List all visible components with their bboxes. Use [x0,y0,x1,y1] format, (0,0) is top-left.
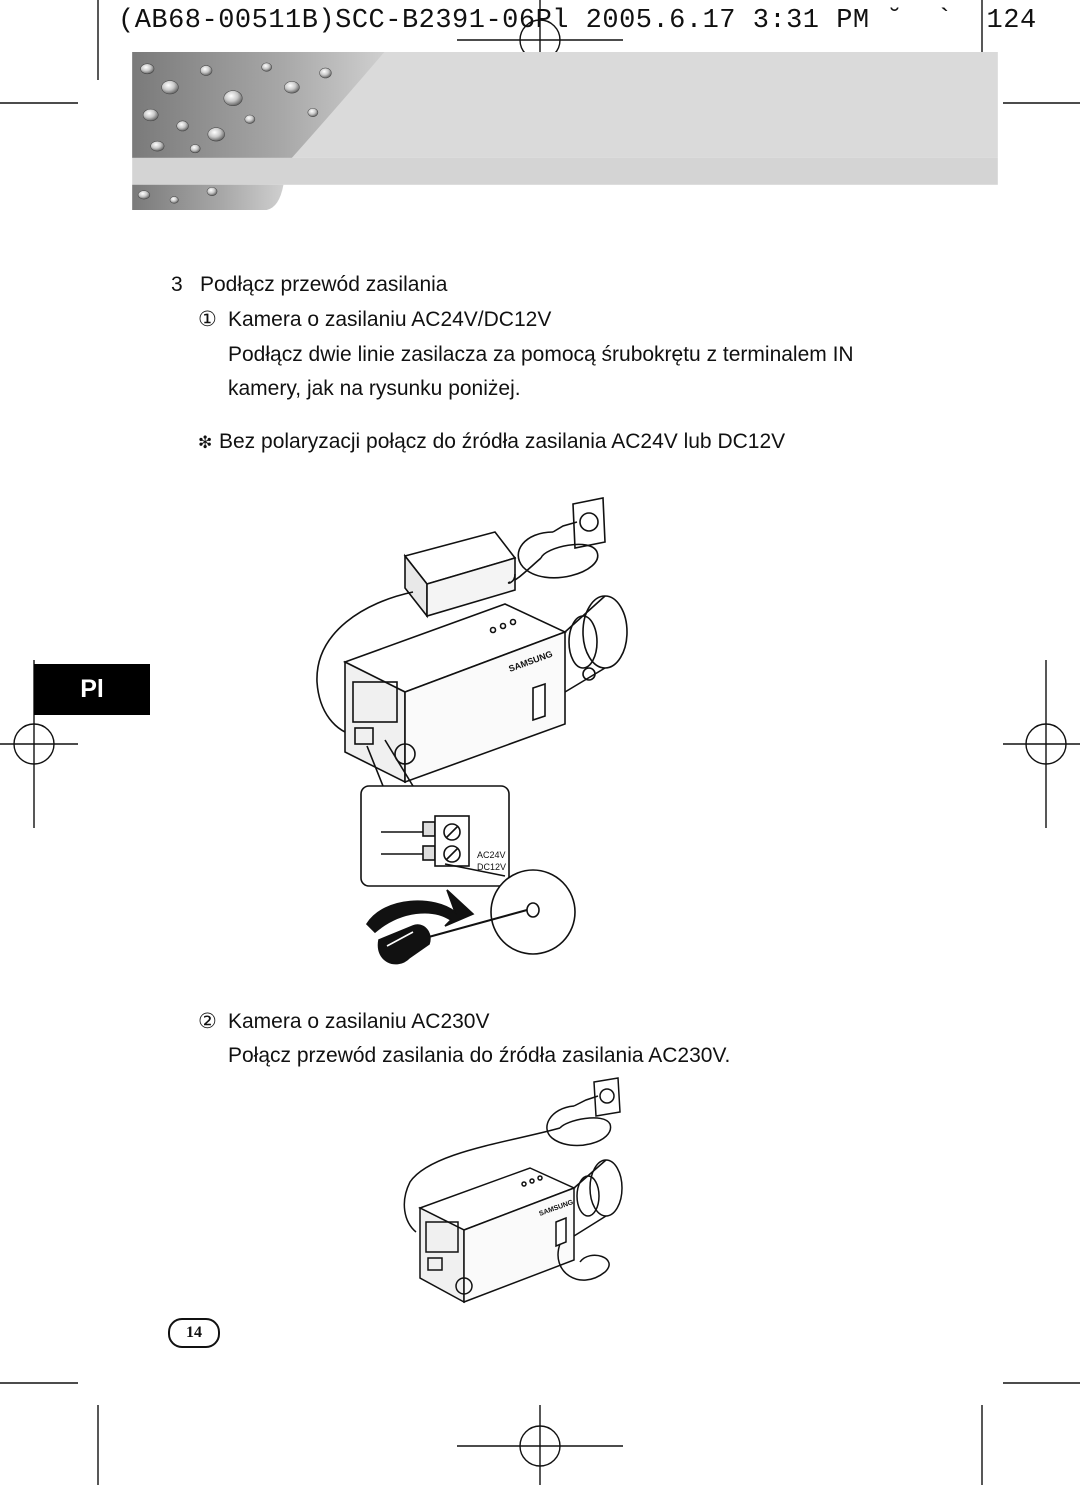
item1-marker: ① [198,308,217,331]
item2-body: Połącz przewód zasilania do źródła zasil… [228,1044,731,1067]
figure-camera-dc-wiring: SAMSUNG AC24V DC12V [316,497,628,965]
cctv-camera-icon [418,1159,623,1304]
item1-body-line2: kamery, jak na rysunku poniżej. [228,377,521,400]
wall-socket-icon [593,1077,621,1117]
note-text: Bez polaryzacji połącz do źródła zasilan… [219,430,786,453]
step-title: Podłącz przewód zasilania [200,273,448,296]
figure-camera-ac230: SAMSUNG [403,1077,623,1304]
page-number: 14 [168,1318,220,1348]
power-adapter-icon [403,531,517,619]
crop-mark-icon [13,723,55,765]
terminal-label-dc: DC12V [477,862,506,872]
step-number: 3 [171,273,183,296]
item1-heading: Kamera o zasilaniu AC24V/DC12V [228,308,552,331]
item2-marker: ② [198,1010,217,1033]
screwdriver-icon [365,889,528,965]
item1-body-line1: Podłącz dwie linie zasilacza za pomocą ś… [228,343,854,366]
item2-heading: Kamera o zasilaniu AC230V [228,1010,490,1033]
terminal-label-ac: AC24V [477,850,506,860]
wall-socket-icon [572,497,606,549]
language-tab: Pl [34,664,150,715]
decorative-banner [132,52,998,210]
cctv-camera-icon [342,595,628,784]
print-slug: (AB68-00511B)SCC-B2391-06Pl 2005.6.17 3:… [118,6,1037,36]
note-marker: ❇ [198,433,213,452]
